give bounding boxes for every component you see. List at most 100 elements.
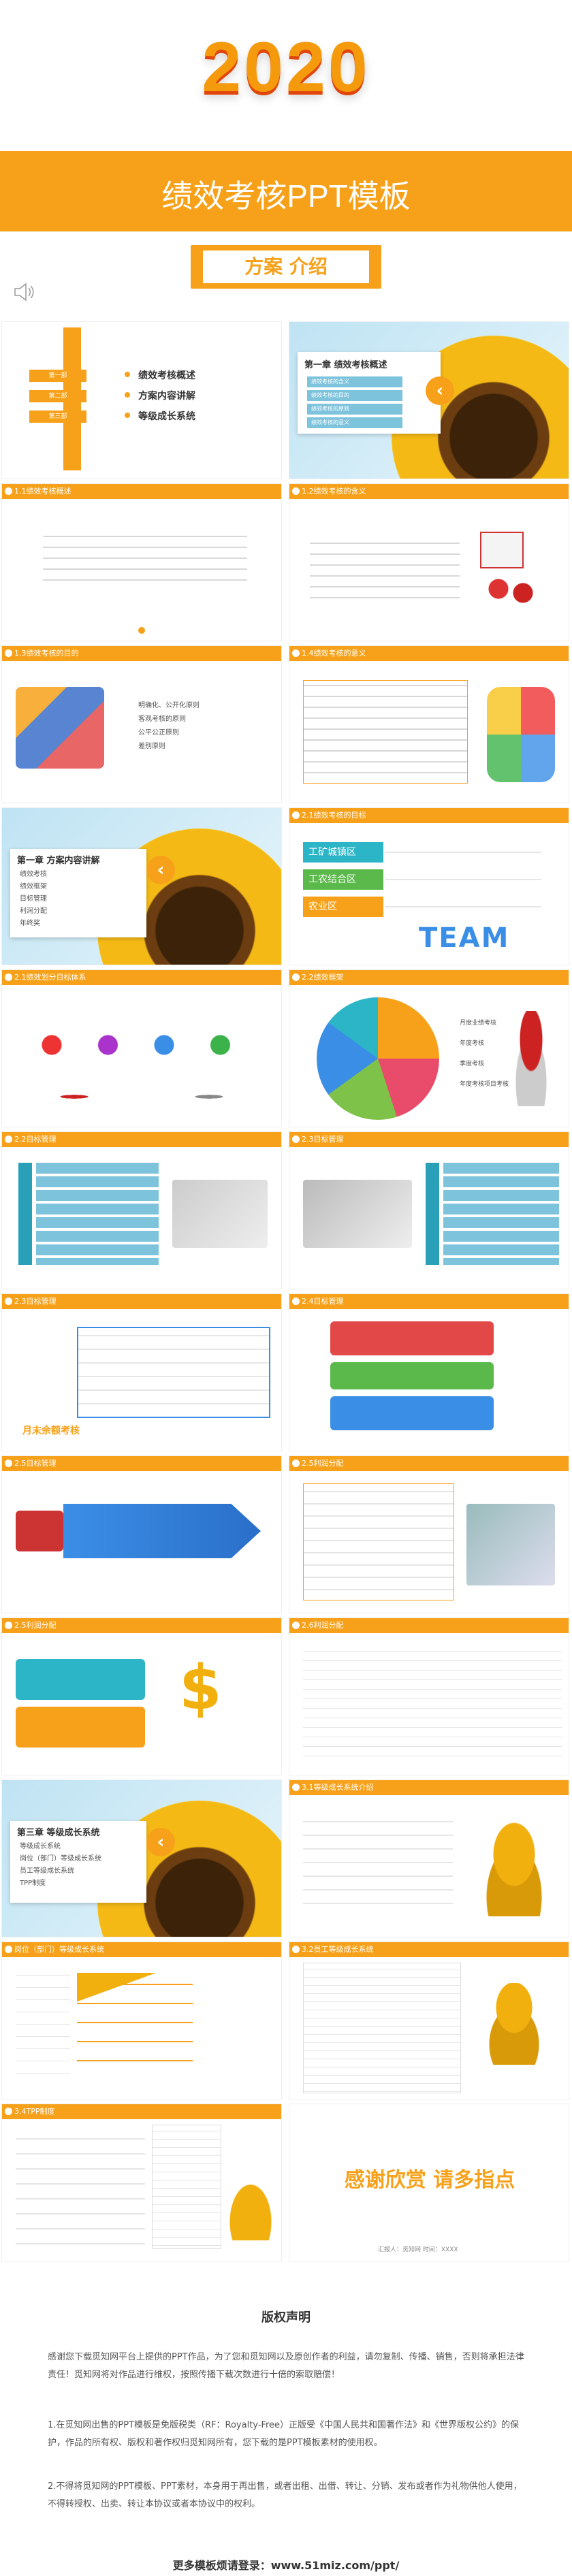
slide-chapter-2[interactable]: 第一章 方案内容讲解 绩效考核 绩效框架 目标管理 利润分配 年终奖 ‹ xyxy=(1,807,282,965)
chapter-item: 绩效框架 xyxy=(20,883,47,890)
chapter-card: 第一章 绩效考核概述 绩效考核的含义 绩效考核的目的 绩效考核的原则 绩效考核的… xyxy=(298,352,441,434)
chapter-item: 目标管理 xyxy=(20,895,47,903)
body-text-block xyxy=(303,1814,453,1916)
slide-2-9[interactable]: 2.5利润分配 xyxy=(289,1455,569,1613)
list-item: 差别原则 xyxy=(138,743,165,750)
slide-heading: 2.4目标管理 xyxy=(302,1297,344,1306)
slide-heading: 1.3绩效考核的目的 xyxy=(14,649,79,658)
chapter-title: 第一章 方案内容讲解 xyxy=(17,856,100,866)
note-green xyxy=(330,1362,494,1389)
board-illustration xyxy=(480,532,524,568)
speaker-icon[interactable] xyxy=(12,280,35,304)
chapter-card: 第三章 等级成长系统 等级成长系统 岗位（部门）等级成长系统 员工等级成长系统 … xyxy=(10,1821,146,1903)
chapter-item: TPP制度 xyxy=(20,1880,46,1887)
title-band: 绩效考核PPT模板 xyxy=(0,151,572,231)
chevron-left-icon: ‹ xyxy=(146,856,175,884)
side-tab xyxy=(18,1163,32,1265)
notice-title: 版权声明 xyxy=(261,2311,311,2325)
slide-end[interactable]: 感谢欣赏 请多指点 汇报人：觅知网 时间：XXXX xyxy=(289,2104,569,2261)
slide-2-7[interactable]: 2.4目标管理 xyxy=(289,1293,569,1451)
chapter-item: 利润分配 xyxy=(20,907,47,915)
body-text-block xyxy=(43,532,247,586)
slide-toc[interactable]: 第一部 第二部 第三部 绩效考核概述 方案内容讲解 等级成长系统 xyxy=(1,321,282,479)
list-item: 明确化、公开化原则 xyxy=(138,702,200,709)
area-desc xyxy=(385,845,541,920)
chevron-left-icon: ‹ xyxy=(146,1828,175,1856)
slide-heading: 3.2员工等级成长系统 xyxy=(302,1945,374,1954)
pie-illustration xyxy=(317,997,439,1120)
area-box: 工矿城镇区 xyxy=(303,842,383,863)
slide-2-10[interactable]: 2.5利润分配 $ xyxy=(1,1617,282,1775)
dashboard-illustration xyxy=(16,687,104,769)
slide-heading: 3.1等级成长系统介绍 xyxy=(302,1783,374,1792)
bullet-dot xyxy=(125,372,130,377)
year-title: 2020 xyxy=(202,28,370,107)
body-text-block xyxy=(310,538,460,600)
slide-heading: 2.1绩效考核的目标 xyxy=(302,811,366,820)
thanks-title: 感谢欣赏 请多指点 xyxy=(344,2168,515,2192)
note-blue xyxy=(330,1396,494,1430)
slide-1-4[interactable]: 1.4绩效考核的意义 xyxy=(289,645,569,803)
slide-2-4[interactable]: 2.2目标管理 xyxy=(1,1131,282,1289)
slide-1-3[interactable]: 1.3绩效考核的目的 明确化、公开化原则 客观考核的原则 公平公正原则 差别原则 xyxy=(1,645,282,803)
red-block xyxy=(16,1511,63,1551)
cover-header: 2020 绩效考核PPT模板 方案 介绍 xyxy=(0,0,572,313)
slide-2-3[interactable]: 2.2绩效框架 月度业绩考核 年度考核 季度考核 年度考核项目考核 xyxy=(289,969,569,1127)
coins-illustration xyxy=(227,2179,274,2240)
main-title: 绩效考核PPT模板 xyxy=(161,178,411,214)
notice-paragraph: 感谢您下载觅知网平台上提供的PPT作品，为了您和觅知网以及原创作者的利益，请勿复… xyxy=(48,2352,524,2380)
slide-2-2[interactable]: 2.1绩效划分目标体系 xyxy=(1,969,282,1127)
stack-bars xyxy=(36,1163,159,1265)
side-tab xyxy=(426,1163,439,1265)
slide-heading: 2.5利润分配 xyxy=(302,1459,344,1468)
slide-heading: 2.3目标管理 xyxy=(14,1297,57,1306)
body-text-block xyxy=(303,680,468,784)
slide-3-2[interactable]: 岗位（部门）等级成长系统 xyxy=(1,1942,282,2099)
slide-heading: 2.5利润分配 xyxy=(14,1621,57,1630)
orange-dot xyxy=(138,627,145,634)
slide-3-1[interactable]: 3.1等级成长系统介绍 xyxy=(289,1780,569,1937)
chapter-item: 绩效考核的原则 xyxy=(307,404,402,415)
notice-paragraph: 2.不得将觅知网的PPT模板、PPT素材，本身用于再出售，或者出租、出借、转让、… xyxy=(48,2481,522,2509)
stack-bars xyxy=(443,1163,559,1265)
notice-paragraph: 1.在觅知网出售的PPT模板是免版税类（RF：Royalty-Free）正版受《… xyxy=(48,2420,520,2448)
chapter-item: 绩效考核的含义 xyxy=(307,376,402,387)
slide-heading: 岗位（部门）等级成长系统 xyxy=(14,1945,104,1954)
body-text-block xyxy=(16,2131,145,2247)
slide-1-2[interactable]: 1.2绩效考核的含义 xyxy=(289,483,569,641)
slide-2-1[interactable]: 2.1绩效考核的目标 工矿城镇区 工农结合区 农业区 TEAM xyxy=(289,807,569,965)
chapter-item: 绩效考核 xyxy=(20,871,47,878)
money-bag-illustration xyxy=(473,1983,555,2065)
pie-label: 月度业绩考核 xyxy=(460,1020,497,1027)
people-illustration xyxy=(480,573,541,613)
slide-2-5[interactable]: 2.3目标管理 xyxy=(289,1131,569,1289)
process-circles xyxy=(29,1018,254,1072)
slide-2-8[interactable]: 2.5目标管理 xyxy=(1,1455,282,1613)
toc-tag: 第二部 xyxy=(29,390,86,402)
slide-1-1[interactable]: 1.1绩效考核概述 xyxy=(1,483,282,641)
photo-image xyxy=(466,1504,555,1585)
chapter-title: 第三章 等级成长系统 xyxy=(17,1828,100,1838)
slide-chapter-3[interactable]: 第三章 等级成长系统 等级成长系统 岗位（部门）等级成长系统 员工等级成长系统 … xyxy=(1,1780,282,1937)
dollar-icon: $ xyxy=(179,1652,222,1724)
slide-3-3[interactable]: 3.2员工等级成长系统 xyxy=(289,1942,569,2099)
chapter-title: 第一章 绩效考核概述 xyxy=(304,360,387,370)
subtitle: 方案 介绍 xyxy=(203,251,369,283)
chapter-card: 第一章 方案内容讲解 绩效考核 绩效框架 目标管理 利润分配 年终奖 xyxy=(10,849,146,937)
speech-box xyxy=(77,1327,270,1418)
area-box: 工农结合区 xyxy=(303,869,383,890)
toc-tag: 第一部 xyxy=(29,370,86,382)
pie-label: 季度考核 xyxy=(460,1061,485,1067)
list-item: 客观考核的原则 xyxy=(138,715,186,723)
toc-item: 绩效考核概述 xyxy=(138,370,195,381)
puzzle-illustration xyxy=(487,687,555,782)
photo-image xyxy=(172,1180,268,1248)
slide-3-4[interactable]: 3.4TPP制度 xyxy=(1,2104,282,2261)
slide-heading: 2.2绩效框架 xyxy=(302,973,344,982)
slide-2-11[interactable]: 2.6利润分配 xyxy=(289,1617,569,1775)
table-block xyxy=(16,1969,70,2085)
slide-chapter-1[interactable]: 第一章 绩效考核概述 绩效考核的含义 绩效考核的目的 绩效考核的原则 绩效考核的… xyxy=(289,321,569,479)
reporter-line: 汇报人：觅知网 时间：XXXX xyxy=(378,2247,458,2253)
slide-2-6[interactable]: 2.3目标管理 月末余额考核 xyxy=(1,1293,282,1451)
more-link[interactable]: 更多模板烦请登录：www.51miz.com/ppt/ xyxy=(172,2559,400,2572)
